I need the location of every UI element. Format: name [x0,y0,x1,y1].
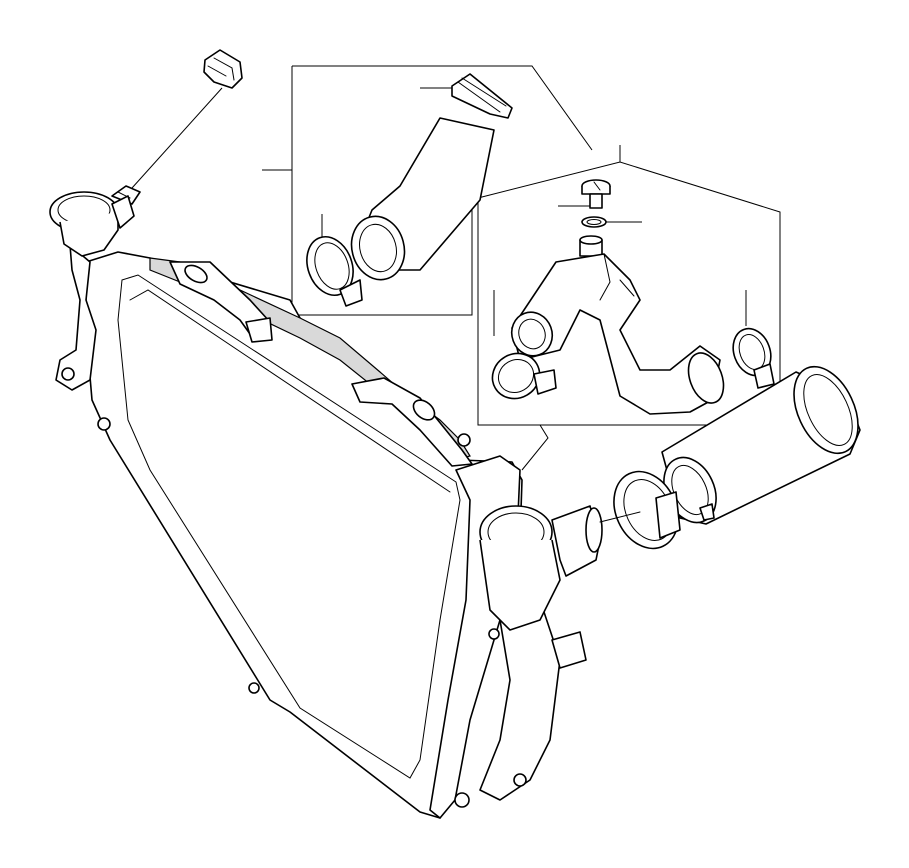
o-ring-icon [581,216,642,228]
bleeder-screw-icon [558,179,611,209]
upper-coolant-hose-icon [350,73,513,281]
hose-clamp-top-icon [131,49,243,189]
radiator-icon [55,244,603,819]
shaped-hose-icon [491,235,775,415]
expansion-cap-icon [49,191,135,257]
detail-frame-shaped-hose [477,145,781,471]
spring-clamp-icon [306,214,363,307]
lower-coolant-hose-icon [599,365,861,550]
